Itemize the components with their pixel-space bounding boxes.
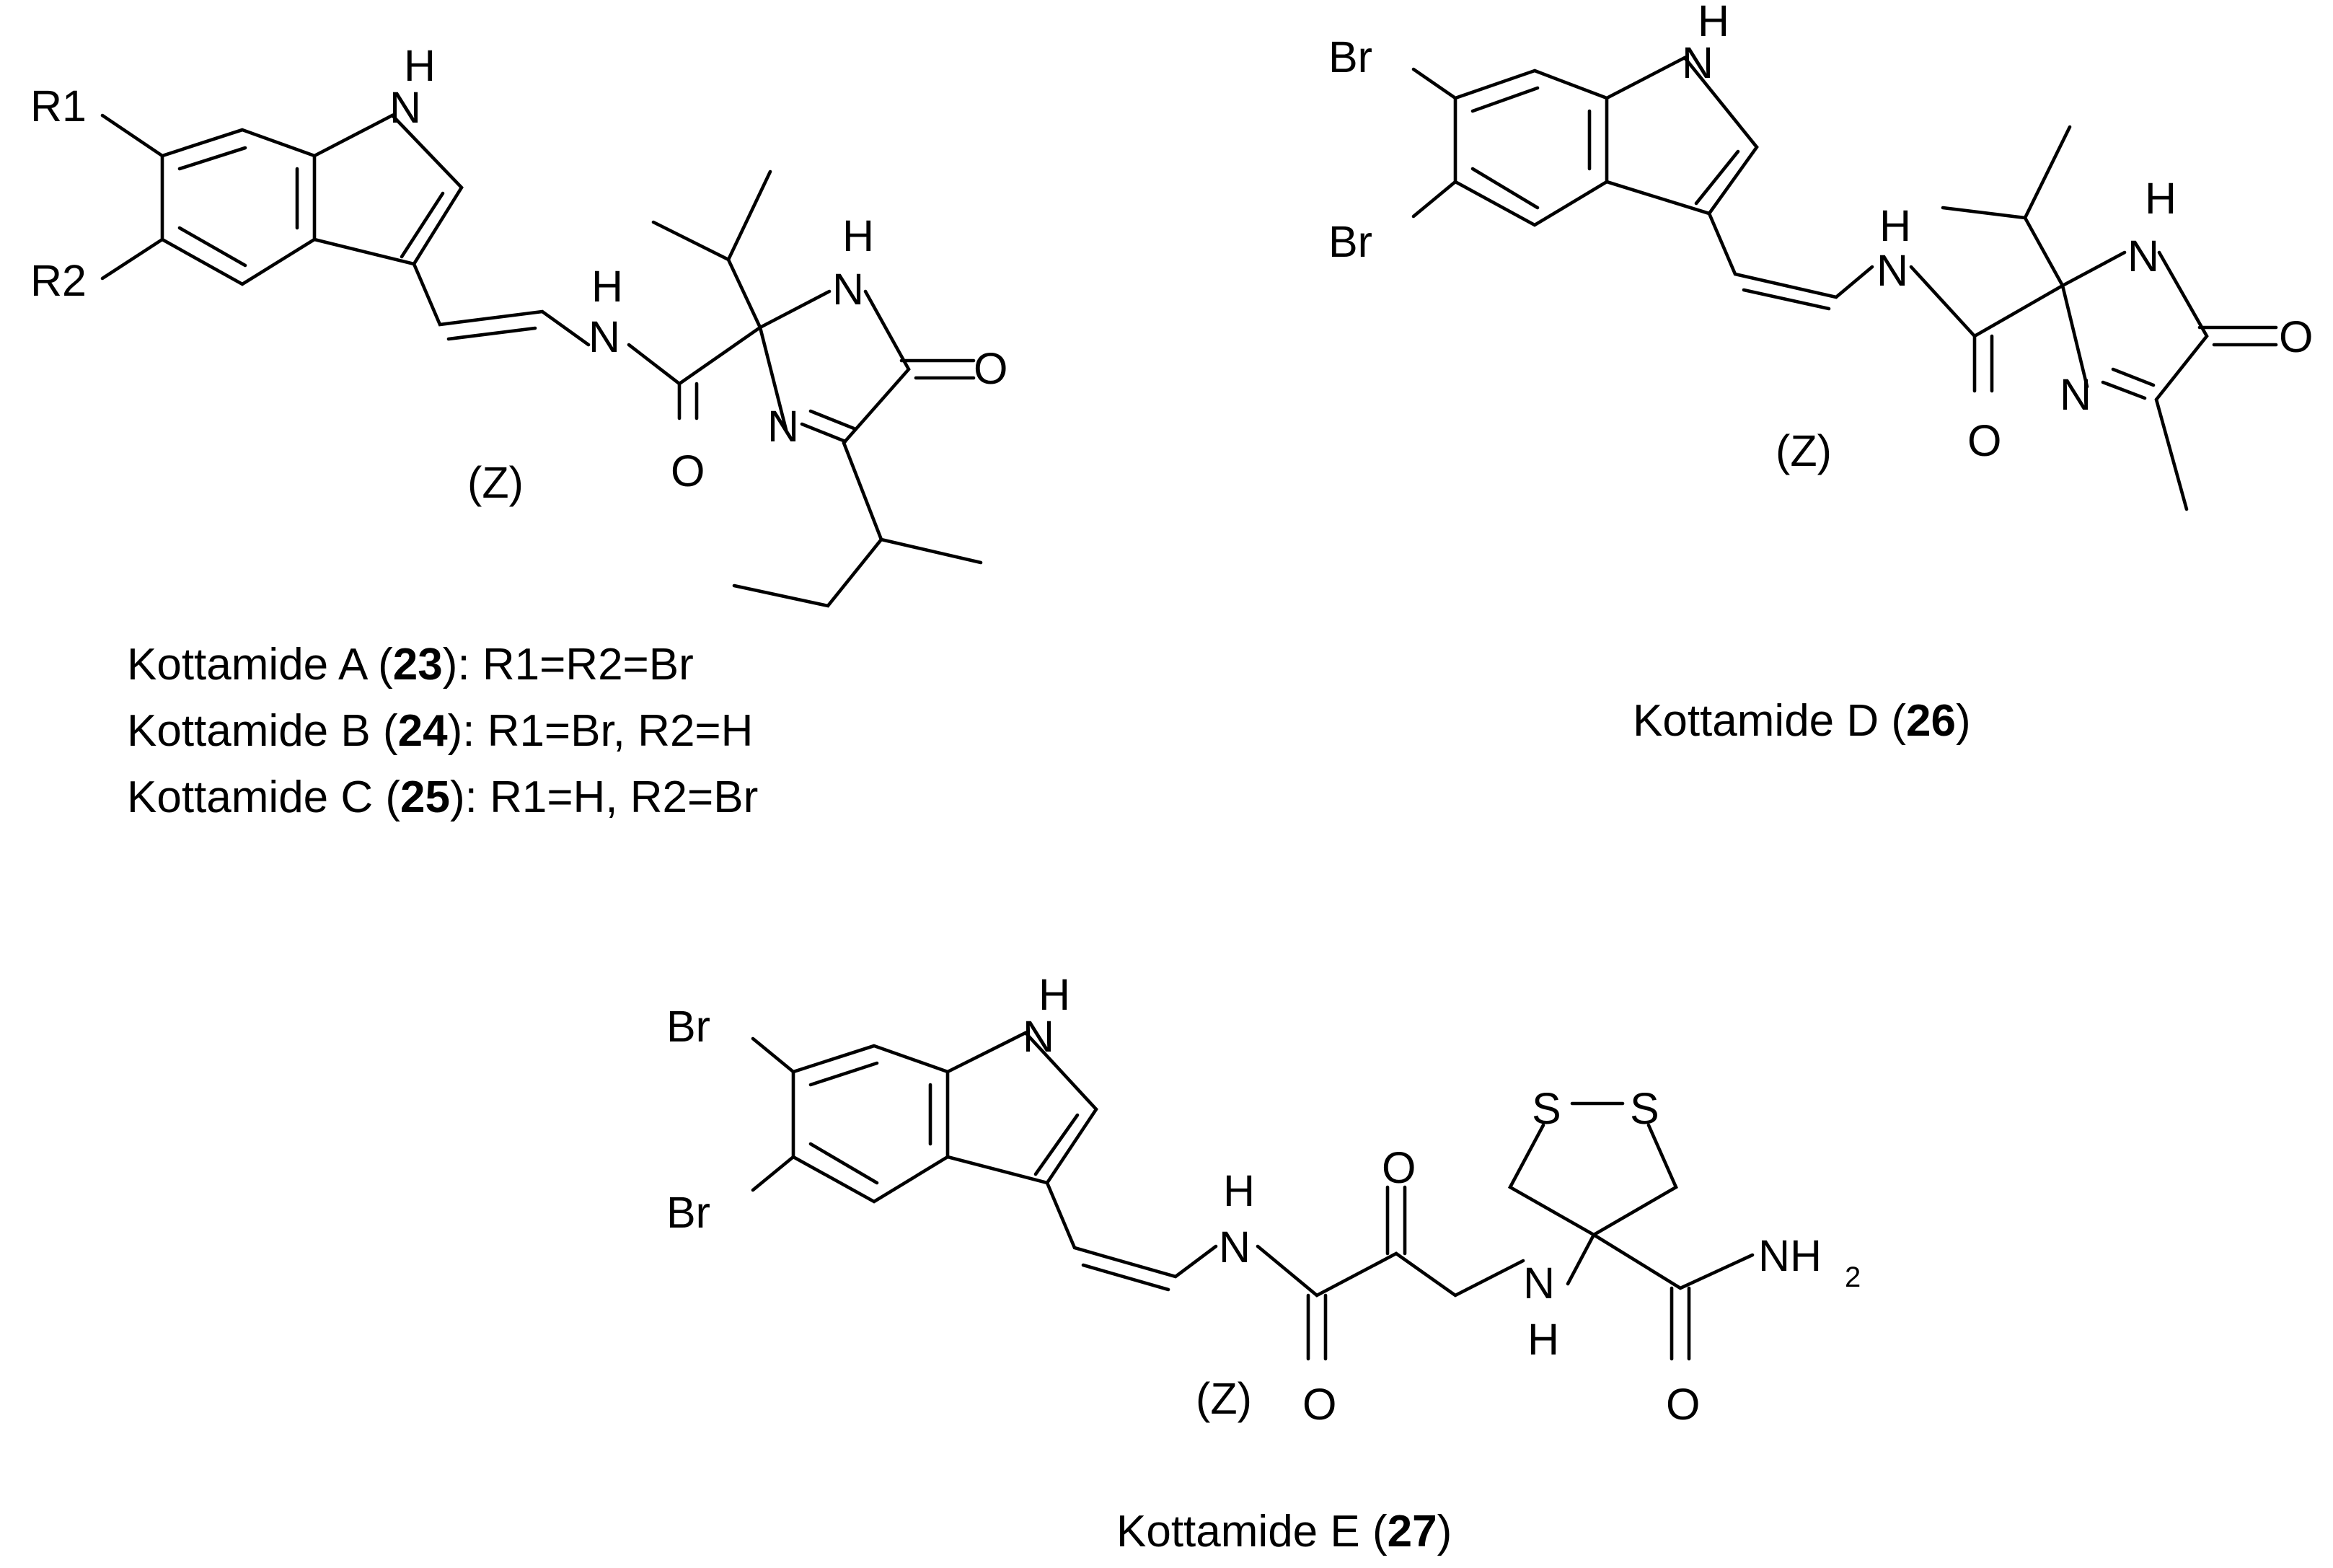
label-ring-h: H — [842, 211, 874, 260]
bonds-kottamide-e — [751, 1031, 1755, 1361]
label-br-6: Br — [666, 1002, 710, 1051]
label-indole-h: H — [404, 41, 436, 90]
label-amide-n: N — [1219, 1223, 1251, 1272]
label-amide-h: H — [1223, 1166, 1255, 1215]
label-sulfur-left: S — [1532, 1084, 1561, 1133]
label-oxal-o-top: O — [1382, 1143, 1416, 1192]
label-z-configuration: (Z) — [1196, 1374, 1252, 1423]
atom-labels-kottamide-e: Br Br H N H N O O N H S S NH 2 O (Z) — [666, 970, 1861, 1429]
label-indole-n: N — [1682, 38, 1714, 87]
label-ring-nh: N — [832, 265, 864, 314]
label-z-configuration: (Z) — [467, 458, 524, 507]
label-br-5: Br — [666, 1188, 710, 1237]
label-indole-h: H — [1038, 970, 1070, 1019]
label-br-6: Br — [1328, 32, 1372, 82]
label-br-5: Br — [1328, 217, 1372, 266]
label-r1: R1 — [30, 82, 87, 131]
atom-labels-kottamide-a-c: R1 R2 H N H N O H N N O (Z) — [30, 41, 1007, 507]
label-indole-n: N — [1023, 1012, 1054, 1061]
label-amide-n: N — [588, 312, 620, 361]
label-oxal-o-bottom: O — [1302, 1380, 1336, 1429]
captions: Kottamide A (23): R1=R2=Br Kottamide B (… — [127, 640, 1971, 1556]
caption-kottamide-a: Kottamide A (23): R1=R2=Br — [127, 640, 694, 690]
label-amide-o: O — [671, 446, 705, 495]
label-indole-n: N — [389, 83, 421, 132]
label-z-configuration: (Z) — [1776, 426, 1832, 475]
structure-kottamide-a-c: R1 R2 H N H N O H N N O (Z) — [30, 41, 1007, 608]
label-nh-n: N — [1523, 1259, 1555, 1308]
label-indole-h: H — [1698, 0, 1729, 45]
label-ring-o: O — [974, 344, 1007, 393]
caption-kottamide-d: Kottamide D (26) — [1633, 696, 1971, 746]
label-nh2-subscript: 2 — [1845, 1261, 1861, 1293]
label-amide-n: N — [1876, 246, 1908, 295]
label-nh2: NH — [1758, 1231, 1822, 1280]
label-ring-n: N — [2060, 370, 2091, 419]
structure-kottamide-e: Br Br H N H N O O N H S S NH 2 O (Z) — [666, 970, 1861, 1429]
label-nh-h: H — [1527, 1315, 1559, 1364]
label-ring-o: O — [2279, 312, 2313, 361]
label-ring-n: N — [767, 402, 799, 451]
caption-kottamide-e: Kottamide E (27) — [1116, 1507, 1452, 1556]
label-amide-o: O — [1967, 416, 2001, 465]
structure-kottamide-d: Br Br H N H N O H N N O (Z) — [1328, 0, 2313, 511]
label-amide-h: H — [1879, 201, 1911, 250]
label-carboxamide-o: O — [1666, 1380, 1700, 1429]
caption-kottamide-b: Kottamide B (24): R1=Br, R2=H — [127, 706, 753, 756]
atom-labels-kottamide-d: Br Br H N H N O H N N O (Z) — [1328, 0, 2313, 475]
label-amide-h: H — [591, 262, 623, 311]
label-r2: R2 — [30, 256, 87, 305]
label-sulfur-right: S — [1630, 1084, 1659, 1133]
label-ring-h: H — [2145, 174, 2177, 223]
label-ring-nh: N — [2127, 232, 2159, 281]
caption-kottamide-c: Kottamide C (25): R1=H, R2=Br — [127, 772, 758, 822]
bonds-kottamide-d — [1411, 56, 2278, 511]
bonds-kottamide-a-c — [100, 113, 983, 608]
